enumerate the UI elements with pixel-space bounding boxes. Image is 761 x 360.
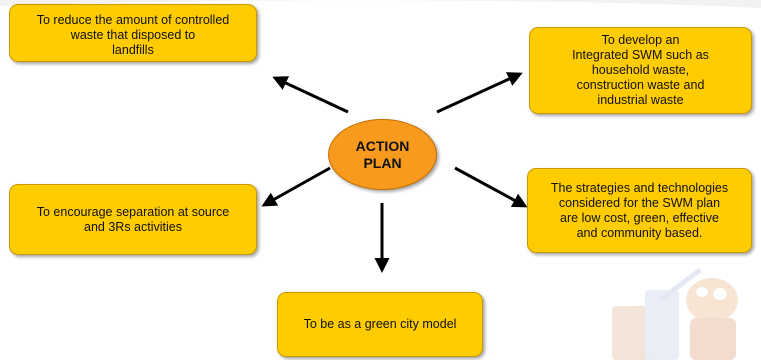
goal-box-green-city-model: To be as a green city model xyxy=(277,292,483,357)
goal-box-strategies-technologies: The strategies and technologies consider… xyxy=(527,168,752,253)
box-text-line: landfills xyxy=(112,43,154,57)
hub-label-line2: PLAN xyxy=(363,154,402,171)
goal-box-integrated-swm: To develop an Integrated SWM such as hou… xyxy=(529,27,752,114)
box-text-line: industrial waste xyxy=(597,93,684,107)
goal-box-reduce-landfill-waste: To reduce the amount of controlled waste… xyxy=(9,4,257,62)
hub-label-line1: ACTION xyxy=(355,137,410,154)
box-text-line: and 3Rs activities xyxy=(84,219,182,234)
action-plan-hub: ACTION PLAN xyxy=(328,119,437,190)
box-text-line: waste that disposed to xyxy=(70,28,196,42)
box-text-line: construction waste and xyxy=(576,78,705,92)
box-text-line: household waste, xyxy=(591,63,690,77)
box-text-line: To develop an xyxy=(601,33,680,47)
box-text-line: Integrated SWM such as xyxy=(572,48,709,62)
box-text-line: are low cost, green, effective xyxy=(560,210,719,225)
mascot-illustration xyxy=(612,268,738,360)
box-text-line: and community based. xyxy=(576,225,703,240)
box-text-line: considered for the SWM plan xyxy=(558,195,721,210)
box-text-line: To encourage separation at source xyxy=(36,204,230,219)
goal-box-separation-3rs: To encourage separation at source and 3R… xyxy=(9,184,257,255)
box-text-line: The strategies and technologies xyxy=(550,180,729,195)
box-text-line: To reduce the amount of controlled xyxy=(36,13,230,27)
box-text-line: To be as a green city model xyxy=(303,317,457,331)
